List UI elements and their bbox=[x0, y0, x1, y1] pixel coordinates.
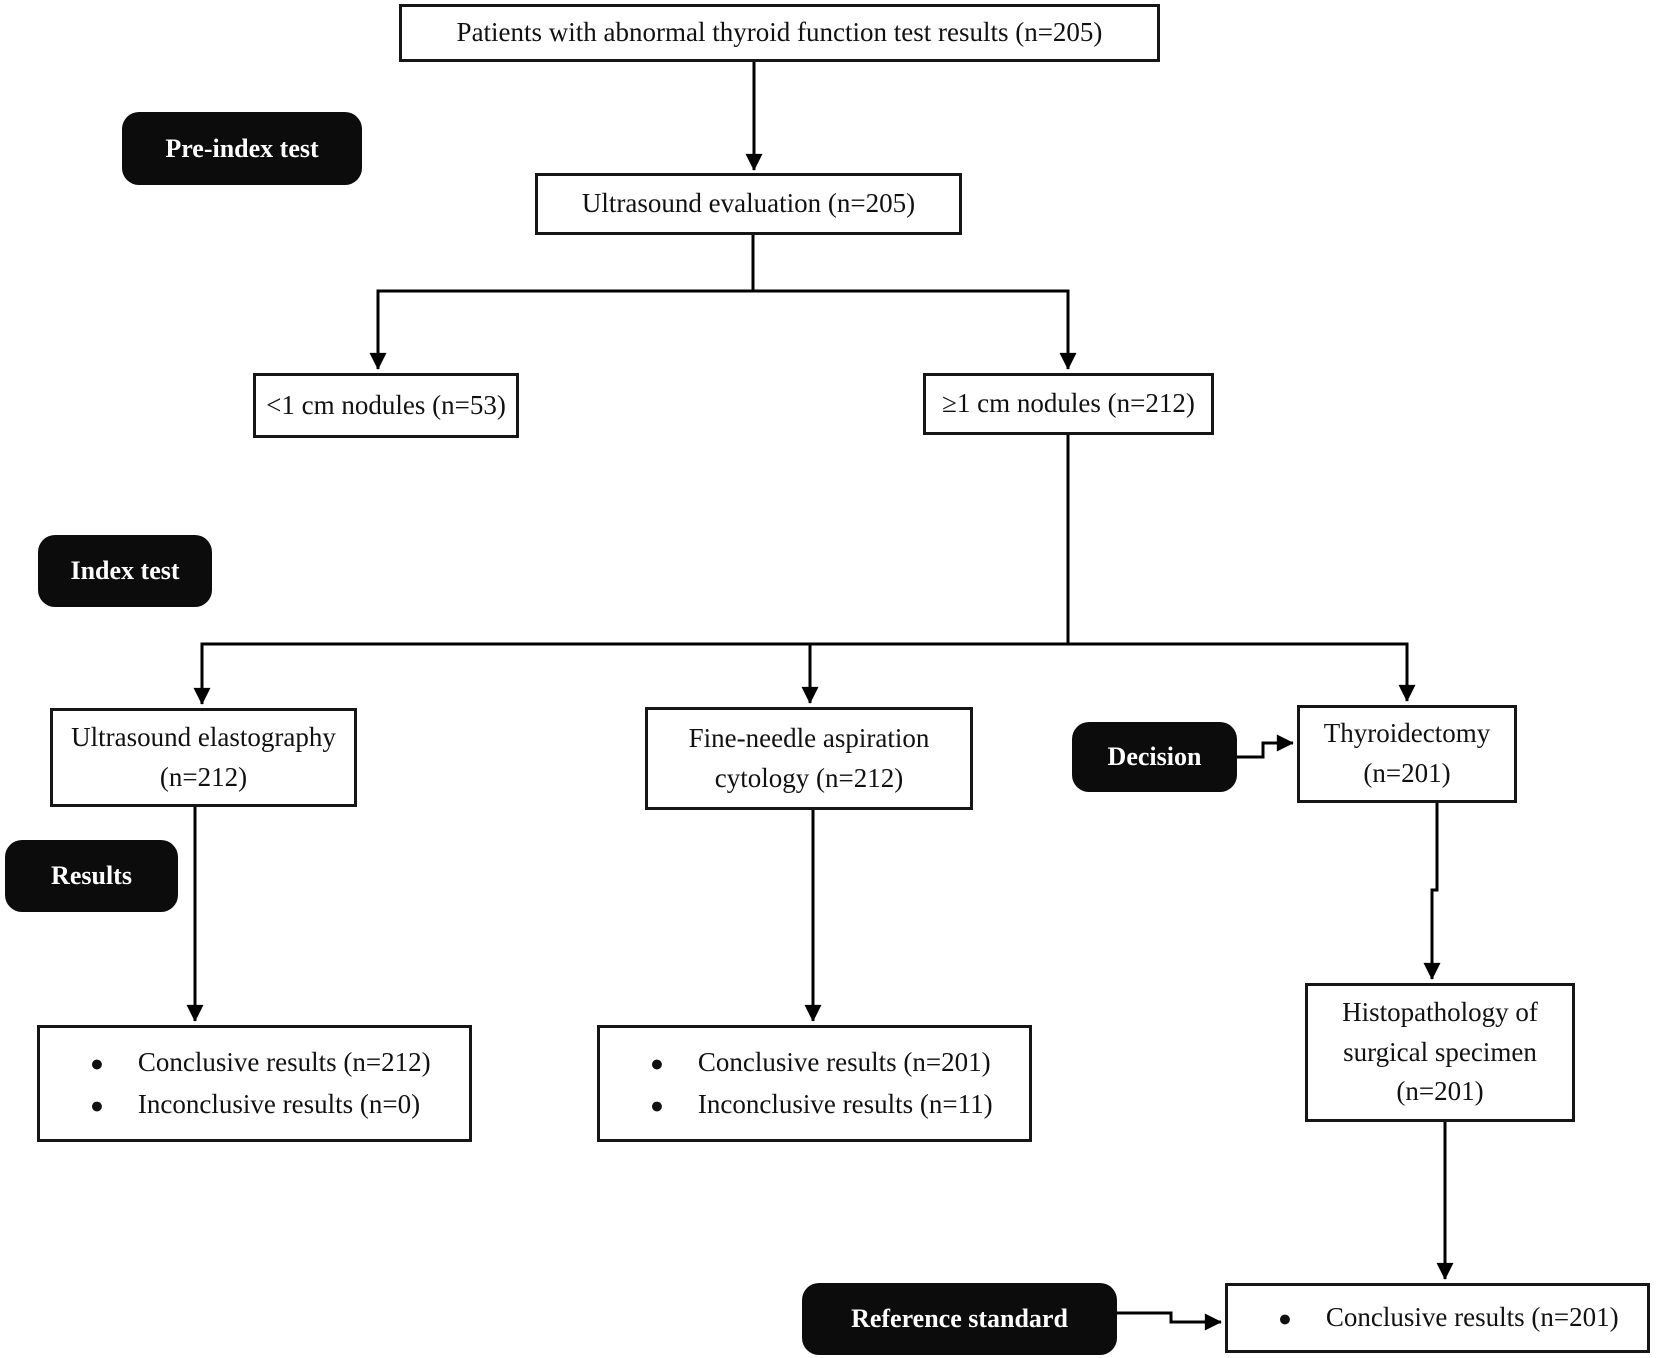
arrow-decision-to-thyroidectomy bbox=[1237, 734, 1294, 759]
large-nodules-box: ≥1 cm nodules (n=212) bbox=[923, 373, 1214, 435]
thyroidectomy-box: Thyroidectomy (n=201) bbox=[1297, 705, 1517, 803]
index-test-label: Index test bbox=[38, 535, 212, 607]
decision-label-text: Decision bbox=[1107, 742, 1202, 771]
result-text: Inconclusive results (n=11) bbox=[697, 1088, 993, 1119]
reference-standard-label: Reference standard bbox=[802, 1283, 1117, 1355]
results-label-text: Results bbox=[51, 861, 132, 890]
thyroidectomy-text-line2: (n=201) bbox=[1363, 758, 1451, 788]
small-nodules-box: <1 cm nodules (n=53) bbox=[253, 373, 519, 438]
histopathology-text-line1: Histopathology of bbox=[1342, 996, 1538, 1027]
list-item: ● Conclusive results (n=201) bbox=[1228, 1300, 1647, 1335]
fna-cytology-box: Fine-needle aspiration cytology (n=212) bbox=[645, 707, 973, 810]
thyroidectomy-text-line1: Thyroidectomy bbox=[1323, 718, 1491, 749]
arrow-thyroidectomy-to-histopathology bbox=[1423, 803, 1441, 980]
bullet-icon: ● bbox=[650, 1051, 664, 1077]
fna-text-line1: Fine-needle aspiration bbox=[688, 722, 930, 753]
pre-index-test-label: Pre-index test bbox=[122, 112, 362, 185]
bullet-icon: ● bbox=[1278, 1306, 1292, 1332]
result-text: Conclusive results (n=212) bbox=[137, 1047, 431, 1078]
patients-box-text: Patients with abnormal thyroid function … bbox=[456, 17, 1103, 48]
bullet-icon: ● bbox=[90, 1051, 104, 1077]
elastography-box: Ultrasound elastography (n=212) bbox=[50, 708, 357, 807]
list-item: ● Inconclusive results (n=11) bbox=[600, 1087, 1029, 1122]
arrow-reference-to-conclusive bbox=[1117, 1311, 1222, 1331]
elastography-results-box: ● Conclusive results (n=212) ● Inconclus… bbox=[37, 1025, 472, 1142]
decision-label: Decision bbox=[1072, 722, 1237, 792]
result-text: Conclusive results (n=201) bbox=[697, 1047, 991, 1078]
reference-standard-label-text: Reference standard bbox=[851, 1304, 1068, 1333]
pre-index-test-label-text: Pre-index test bbox=[165, 133, 319, 163]
bullet-icon: ● bbox=[90, 1092, 104, 1118]
fna-results-box: ● Conclusive results (n=201) ● Inconclus… bbox=[597, 1025, 1032, 1142]
ultrasound-evaluation-text: Ultrasound evaluation (n=205) bbox=[581, 188, 916, 219]
result-text: Inconclusive results (n=0) bbox=[137, 1088, 421, 1119]
results-label: Results bbox=[5, 840, 178, 912]
histopathology-text-line2: surgical specimen bbox=[1343, 1036, 1537, 1067]
list-item: ● Conclusive results (n=201) bbox=[600, 1045, 1029, 1080]
fna-text-line2: cytology (n=212) bbox=[714, 762, 904, 793]
small-nodules-text: <1 cm nodules (n=53) bbox=[266, 389, 506, 420]
histopathology-box: Histopathology of surgical specimen (n=2… bbox=[1305, 983, 1575, 1122]
large-nodules-text: ≥1 cm nodules (n=212) bbox=[942, 388, 1195, 419]
result-text: Conclusive results (n=201) bbox=[1325, 1302, 1619, 1333]
bullet-icon: ● bbox=[650, 1092, 664, 1118]
ultrasound-evaluation-box: Ultrasound evaluation (n=205) bbox=[535, 173, 962, 235]
elastography-text-line2: (n=212) bbox=[159, 761, 248, 792]
histopathology-text-line3: (n=201) bbox=[1396, 1076, 1484, 1107]
elastography-text-line1: Ultrasound elastography bbox=[71, 721, 336, 752]
index-test-label-text: Index test bbox=[70, 556, 180, 585]
reference-results-box: ● Conclusive results (n=201) bbox=[1225, 1283, 1650, 1353]
list-item: ● Conclusive results (n=212) bbox=[40, 1045, 469, 1080]
patients-box: Patients with abnormal thyroid function … bbox=[399, 4, 1160, 62]
list-item: ● Inconclusive results (n=0) bbox=[40, 1087, 469, 1122]
